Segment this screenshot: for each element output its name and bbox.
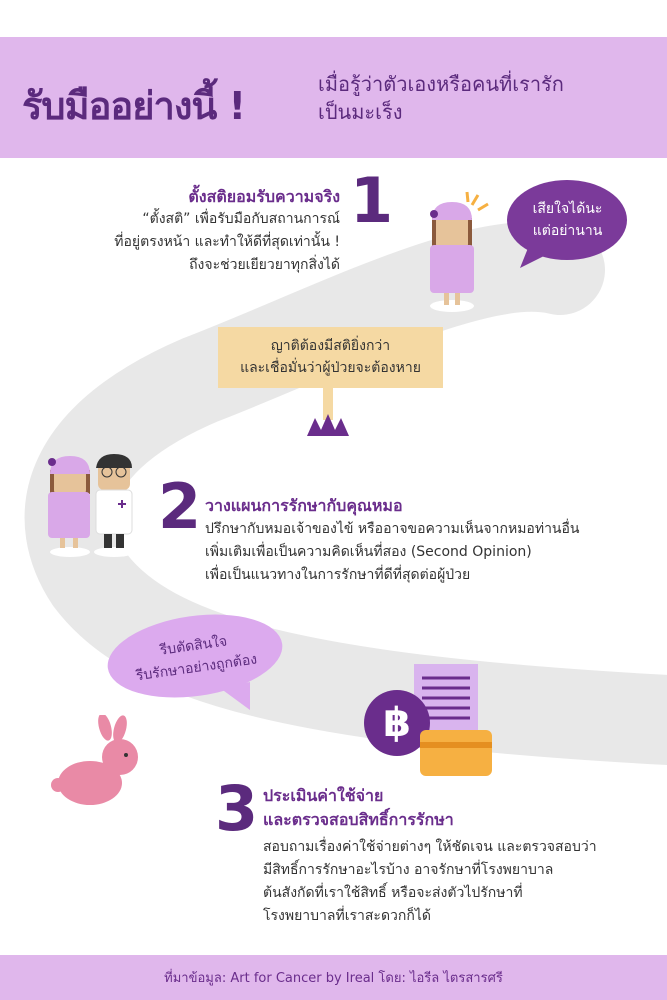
body-line: เพิ่มเติมเพื่อเป็นความคิดเห็นที่สอง (Sec…: [205, 544, 532, 560]
body-line: ต้นสังกัดที่เราใช้สิทธิ์ หรือจะส่งตัวไปร…: [263, 885, 523, 901]
sign-pole: [323, 388, 333, 420]
credit-text: ที่มาข้อมูล: Art for Cancer by Ireal โดย…: [164, 971, 503, 986]
header-banner: รับมืออย่างนี้ ! เมื่อรู้ว่าตัวเองหรือคน…: [0, 37, 667, 158]
step3-heading: ประเมินค่าใช้จ่าย และตรวจสอบสิทธิ์การรัก…: [263, 784, 454, 832]
bubble-line: เสียใจได้นะ: [532, 201, 603, 217]
page-subtitle: เมื่อรู้ว่าตัวเองหรือคนที่เรารัก เป็นมะเ…: [318, 70, 564, 126]
credit-card-icon: [420, 730, 492, 776]
body-line: เพื่อเป็นแนวทางในการรักษาที่ดีที่สุดต่อผ…: [205, 567, 471, 583]
baht-coin-icon: ฿: [364, 690, 430, 756]
body-line: สอบถามเรื่องค่าใช้จ่ายต่างๆ ให้ชัดเจน แล…: [263, 839, 597, 855]
body-line: มีสิทธิ์การรักษาอะไรบ้าง อาจรักษาที่โรงพ…: [263, 862, 554, 878]
step3-body: สอบถามเรื่องค่าใช้จ่ายต่างๆ ให้ชัดเจน แล…: [263, 836, 597, 928]
step2-body: ปรึกษากับหมอเจ้าของไข้ หรืออาจขอความเห็น…: [205, 518, 579, 587]
speech-bubble-purple: [507, 180, 627, 268]
body-line: ปรึกษากับหมอเจ้าของไข้ หรืออาจขอความเห็น…: [205, 521, 580, 537]
rabbit-icon: [51, 715, 138, 805]
subtitle-line: เป็นมะเร็ง: [318, 100, 403, 124]
woman-character-icon: [430, 191, 489, 312]
heading-line: และตรวจสอบสิทธิ์การรักษา: [263, 810, 454, 829]
sign-line: และเชื่อมั่นว่าผู้ป่วยจะต้องหาย: [240, 360, 421, 376]
step2-number: 2: [158, 470, 202, 543]
step3-number: 3: [215, 772, 259, 845]
body-line: ที่อยู่ตรงหน้า และทำให้ดีที่สุดเท่านั้น …: [114, 234, 340, 250]
subtitle-line: เมื่อรู้ว่าตัวเองหรือคนที่เรารัก: [318, 72, 564, 96]
patient-and-doctor-icon: [48, 454, 134, 557]
step1-body: “ตั้งสติ” เพื่อรับมือกับสถานการณ์ ที่อยู…: [114, 208, 340, 277]
bubble1-text: เสียใจได้นะ แต่อย่านาน: [510, 198, 625, 242]
page-title: รับมืออย่างนี้ !: [22, 84, 246, 128]
step1-number: 1: [350, 164, 394, 237]
step1-heading: ตั้งสติยอมรับความจริง: [188, 187, 340, 206]
body-line: “ตั้งสติ” เพื่อรับมือกับสถานการณ์: [142, 211, 340, 227]
body-line: โรงพยาบาลที่เราสะดวกก็ได้: [263, 908, 431, 924]
body-line: ถึงจะช่วยเยียวยาทุกสิ่งได้: [189, 257, 340, 273]
sign-board: ญาติต้องมีสติยิ่งกว่า และเชื่อมั่นว่าผู้…: [218, 327, 443, 388]
footer-credit: ที่มาข้อมูล: Art for Cancer by Ireal โดย…: [0, 955, 667, 1000]
step2-heading: วางแผนการรักษากับคุณหมอ: [205, 496, 403, 515]
heading-line: ประเมินค่าใช้จ่าย: [263, 786, 384, 805]
speech-bubble-lilac: [107, 614, 283, 710]
card-stripe: [420, 742, 492, 748]
bubble-line: แต่อย่านาน: [532, 223, 603, 239]
sign-line: ญาติต้องมีสติยิ่งกว่า: [270, 338, 391, 354]
grass-icon: [307, 414, 349, 436]
